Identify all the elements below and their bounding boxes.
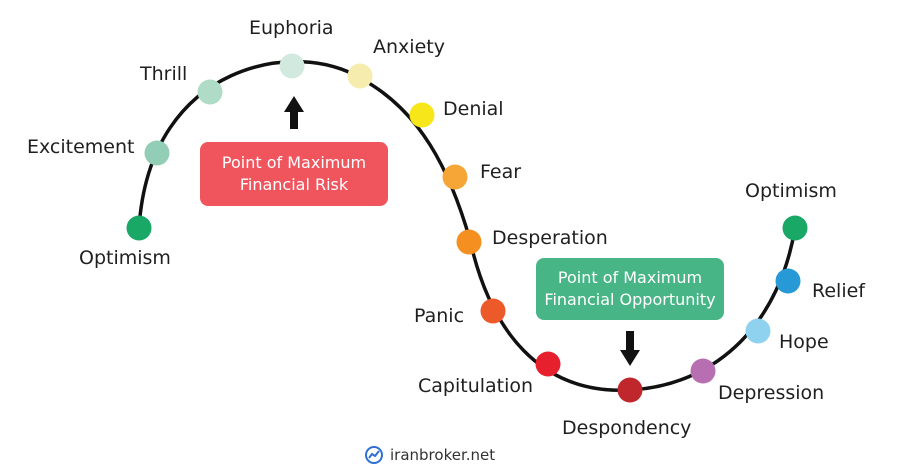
stage-label-panic: Panic	[414, 305, 465, 327]
stage-dot-optimism-start	[126, 215, 152, 241]
stage-label-denial: Denial	[443, 98, 504, 120]
stage-label-excitement: Excitement	[27, 136, 135, 158]
stage-dot-optimism-end	[782, 215, 808, 241]
stage-label-hope: Hope	[779, 331, 829, 353]
stage-label-relief: Relief	[812, 280, 865, 302]
stage-label-capitulation: Capitulation	[418, 375, 534, 397]
stage-dot-despondency	[617, 377, 643, 403]
stage-dot-excitement	[144, 140, 170, 166]
max-risk-callout-line2: Financial Risk	[239, 175, 349, 194]
stage-dot-thrill	[197, 79, 223, 105]
stage-label-optimism-start: Optimism	[79, 247, 171, 269]
stage-dot-panic	[480, 298, 506, 324]
stage-label-fear: Fear	[480, 161, 522, 183]
watermark: iranbroker.net	[364, 445, 495, 465]
max-risk-callout-line1: Point of Maximum	[221, 153, 367, 172]
stage-dot-hope	[745, 318, 771, 344]
watermark-text: iranbroker.net	[390, 446, 496, 464]
stage-label-optimism-end: Optimism	[745, 180, 837, 202]
stage-dot-denial	[409, 102, 435, 128]
stage-dot-relief	[775, 268, 801, 294]
stage-dot-fear	[442, 164, 468, 190]
stage-label-depression: Depression	[718, 382, 825, 404]
stage-dot-depression	[690, 358, 716, 384]
risk-arrow-up-icon	[284, 96, 304, 129]
max-opportunity-callout-line1: Point of Maximum	[557, 268, 703, 287]
stage-dot-desperation	[456, 229, 482, 255]
stage-label-anxiety: Anxiety	[373, 36, 445, 58]
stage-dot-anxiety	[347, 63, 373, 89]
opportunity-arrow-down-icon	[620, 331, 640, 366]
max-opportunity-callout-line2: Financial Opportunity	[544, 290, 716, 309]
stage-label-thrill: Thrill	[140, 63, 188, 85]
stage-dot-capitulation	[535, 351, 561, 377]
max-opportunity-callout: Point of Maximum Financial Opportunity	[536, 258, 724, 320]
max-risk-callout: Point of Maximum Financial Risk	[200, 142, 388, 206]
stage-label-euphoria: Euphoria	[249, 17, 334, 39]
stage-label-despondency: Despondency	[562, 417, 692, 439]
stage-dot-euphoria	[279, 53, 305, 79]
stage-label-desperation: Desperation	[492, 227, 608, 249]
iranbroker-logo-icon	[365, 446, 383, 464]
